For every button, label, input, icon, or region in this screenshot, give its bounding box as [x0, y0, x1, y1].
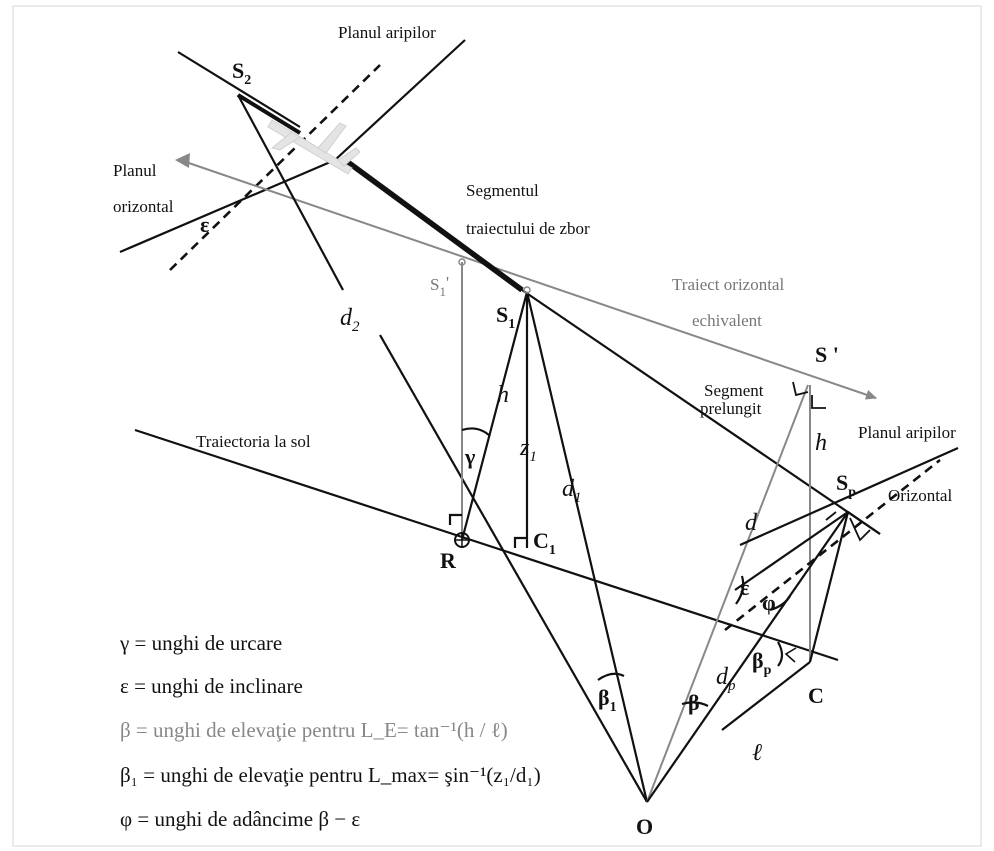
- d1-line: [525, 291, 649, 803]
- right-angle-marker-c1-icon: [513, 536, 527, 548]
- h-left-label: h: [497, 382, 509, 408]
- horizontal-plane-dashed-top: [169, 64, 381, 271]
- s2-label: S2: [232, 58, 251, 88]
- traiect-orizontal-line: [179, 159, 877, 400]
- traiectoria-la-sol-label: Traiectoria la sol: [196, 432, 311, 451]
- beta-p-arc: [777, 641, 784, 667]
- beta-label: β: [688, 690, 700, 715]
- traiect-orizontal-label-2: echivalent: [692, 311, 762, 330]
- traiectoria-la-sol-line: [134, 428, 839, 662]
- segment-prelungit-line: [521, 289, 881, 535]
- beta-1-arc: [597, 672, 625, 681]
- d2-label: d2: [340, 305, 360, 335]
- flight-segment-thick-a: [236, 93, 302, 135]
- r-label: R: [440, 548, 457, 573]
- left-diagonal-line: [177, 51, 301, 128]
- right-angle-sp-icon: [849, 517, 871, 542]
- ell-line: [721, 661, 811, 731]
- orizontal-label: orizontal: [113, 197, 174, 216]
- legend-item-epsilon: ε = unghi de inclinare: [120, 674, 303, 698]
- planul-label: Planul: [113, 161, 157, 180]
- frame-border: [12, 5, 982, 847]
- planul-aripilor-top-line-lower: [119, 158, 336, 254]
- phi-label: φ: [762, 590, 776, 615]
- d1-label: d1: [562, 476, 582, 506]
- sp-short-line: [847, 511, 881, 535]
- c-label: C: [808, 683, 824, 708]
- traiect-orizontal-label-1: Traiect orizontal: [672, 275, 784, 294]
- s1-to-r-line: [460, 291, 529, 541]
- flight-segment-thick-b: [343, 157, 524, 293]
- s1-prime-label: S1': [430, 273, 449, 299]
- dp-line: [646, 511, 849, 803]
- planul-aripilor-top-label: Planul aripilor: [338, 23, 436, 42]
- beta-1-label: β1: [598, 685, 617, 715]
- arrowhead-left-icon: [175, 153, 190, 168]
- d-center-label: d: [745, 510, 758, 536]
- legend-item-gamma: γ = unghi de urcare: [119, 631, 282, 655]
- aircraft-silhouette-icon: [267, 119, 361, 175]
- segmentul-label-2: traiectului de zbor: [466, 219, 590, 238]
- segmentul-label-1: Segmentul: [466, 181, 539, 200]
- h-right-label: h: [815, 430, 827, 456]
- planul-aripilor-right-line: [739, 446, 959, 547]
- s2-to-d2-line-upper: [237, 94, 344, 291]
- beta-arc: [681, 701, 709, 707]
- segment-label-2: prelungit: [700, 399, 762, 418]
- phi-arc: [769, 595, 791, 612]
- sp-to-c-line: [808, 511, 850, 663]
- gamma-label: γ: [464, 444, 475, 469]
- s1-prime-point: [458, 258, 466, 266]
- right-angle-c-icon: [784, 647, 797, 663]
- right-angle-marker-icon: [448, 513, 462, 525]
- ell-label: ℓ: [752, 740, 762, 766]
- dp-label: dp: [716, 664, 736, 694]
- epsilon-arc-right: [735, 575, 745, 605]
- epsilon-right-label: ε: [740, 575, 749, 600]
- z1-label: z1: [519, 435, 537, 465]
- legend: γ = unghi de urcare ε = unghi de inclina…: [119, 631, 541, 831]
- legend-item-phi: φ = unghi de adâncime β − ε: [120, 807, 360, 831]
- s-prime-label: S ': [815, 342, 839, 367]
- c1-label: C1: [533, 528, 556, 558]
- planul-aripilor-top-line: [334, 39, 466, 161]
- o-label: O: [636, 814, 653, 839]
- gamma-arc: [461, 427, 491, 437]
- segment-label-1: Segment: [704, 381, 764, 400]
- d-line-gray: [646, 384, 809, 803]
- beta-p-label: βp: [752, 648, 772, 678]
- s1-point: [523, 286, 531, 294]
- right-angle-s-prime-icon: [792, 381, 809, 397]
- s1-label: S1: [496, 302, 515, 332]
- sp-label: Sp: [836, 470, 856, 500]
- horizontal-plane-dashed-right: [724, 458, 941, 632]
- sp-epsilon-line: [734, 511, 849, 591]
- legend-item-beta1: β₁ = unghi de elevaţie pentru L_max= şin…: [120, 763, 541, 787]
- epsilon-left-label: ε: [200, 212, 209, 237]
- d2-line-to-o: [379, 334, 648, 803]
- legend-item-beta: β = unghi de elevaţie pentru L_E= tan⁻¹(…: [120, 718, 508, 742]
- planul-aripilor-right-label: Planul aripilor: [858, 423, 956, 442]
- orizontal-right-label: Orizontal: [888, 486, 952, 505]
